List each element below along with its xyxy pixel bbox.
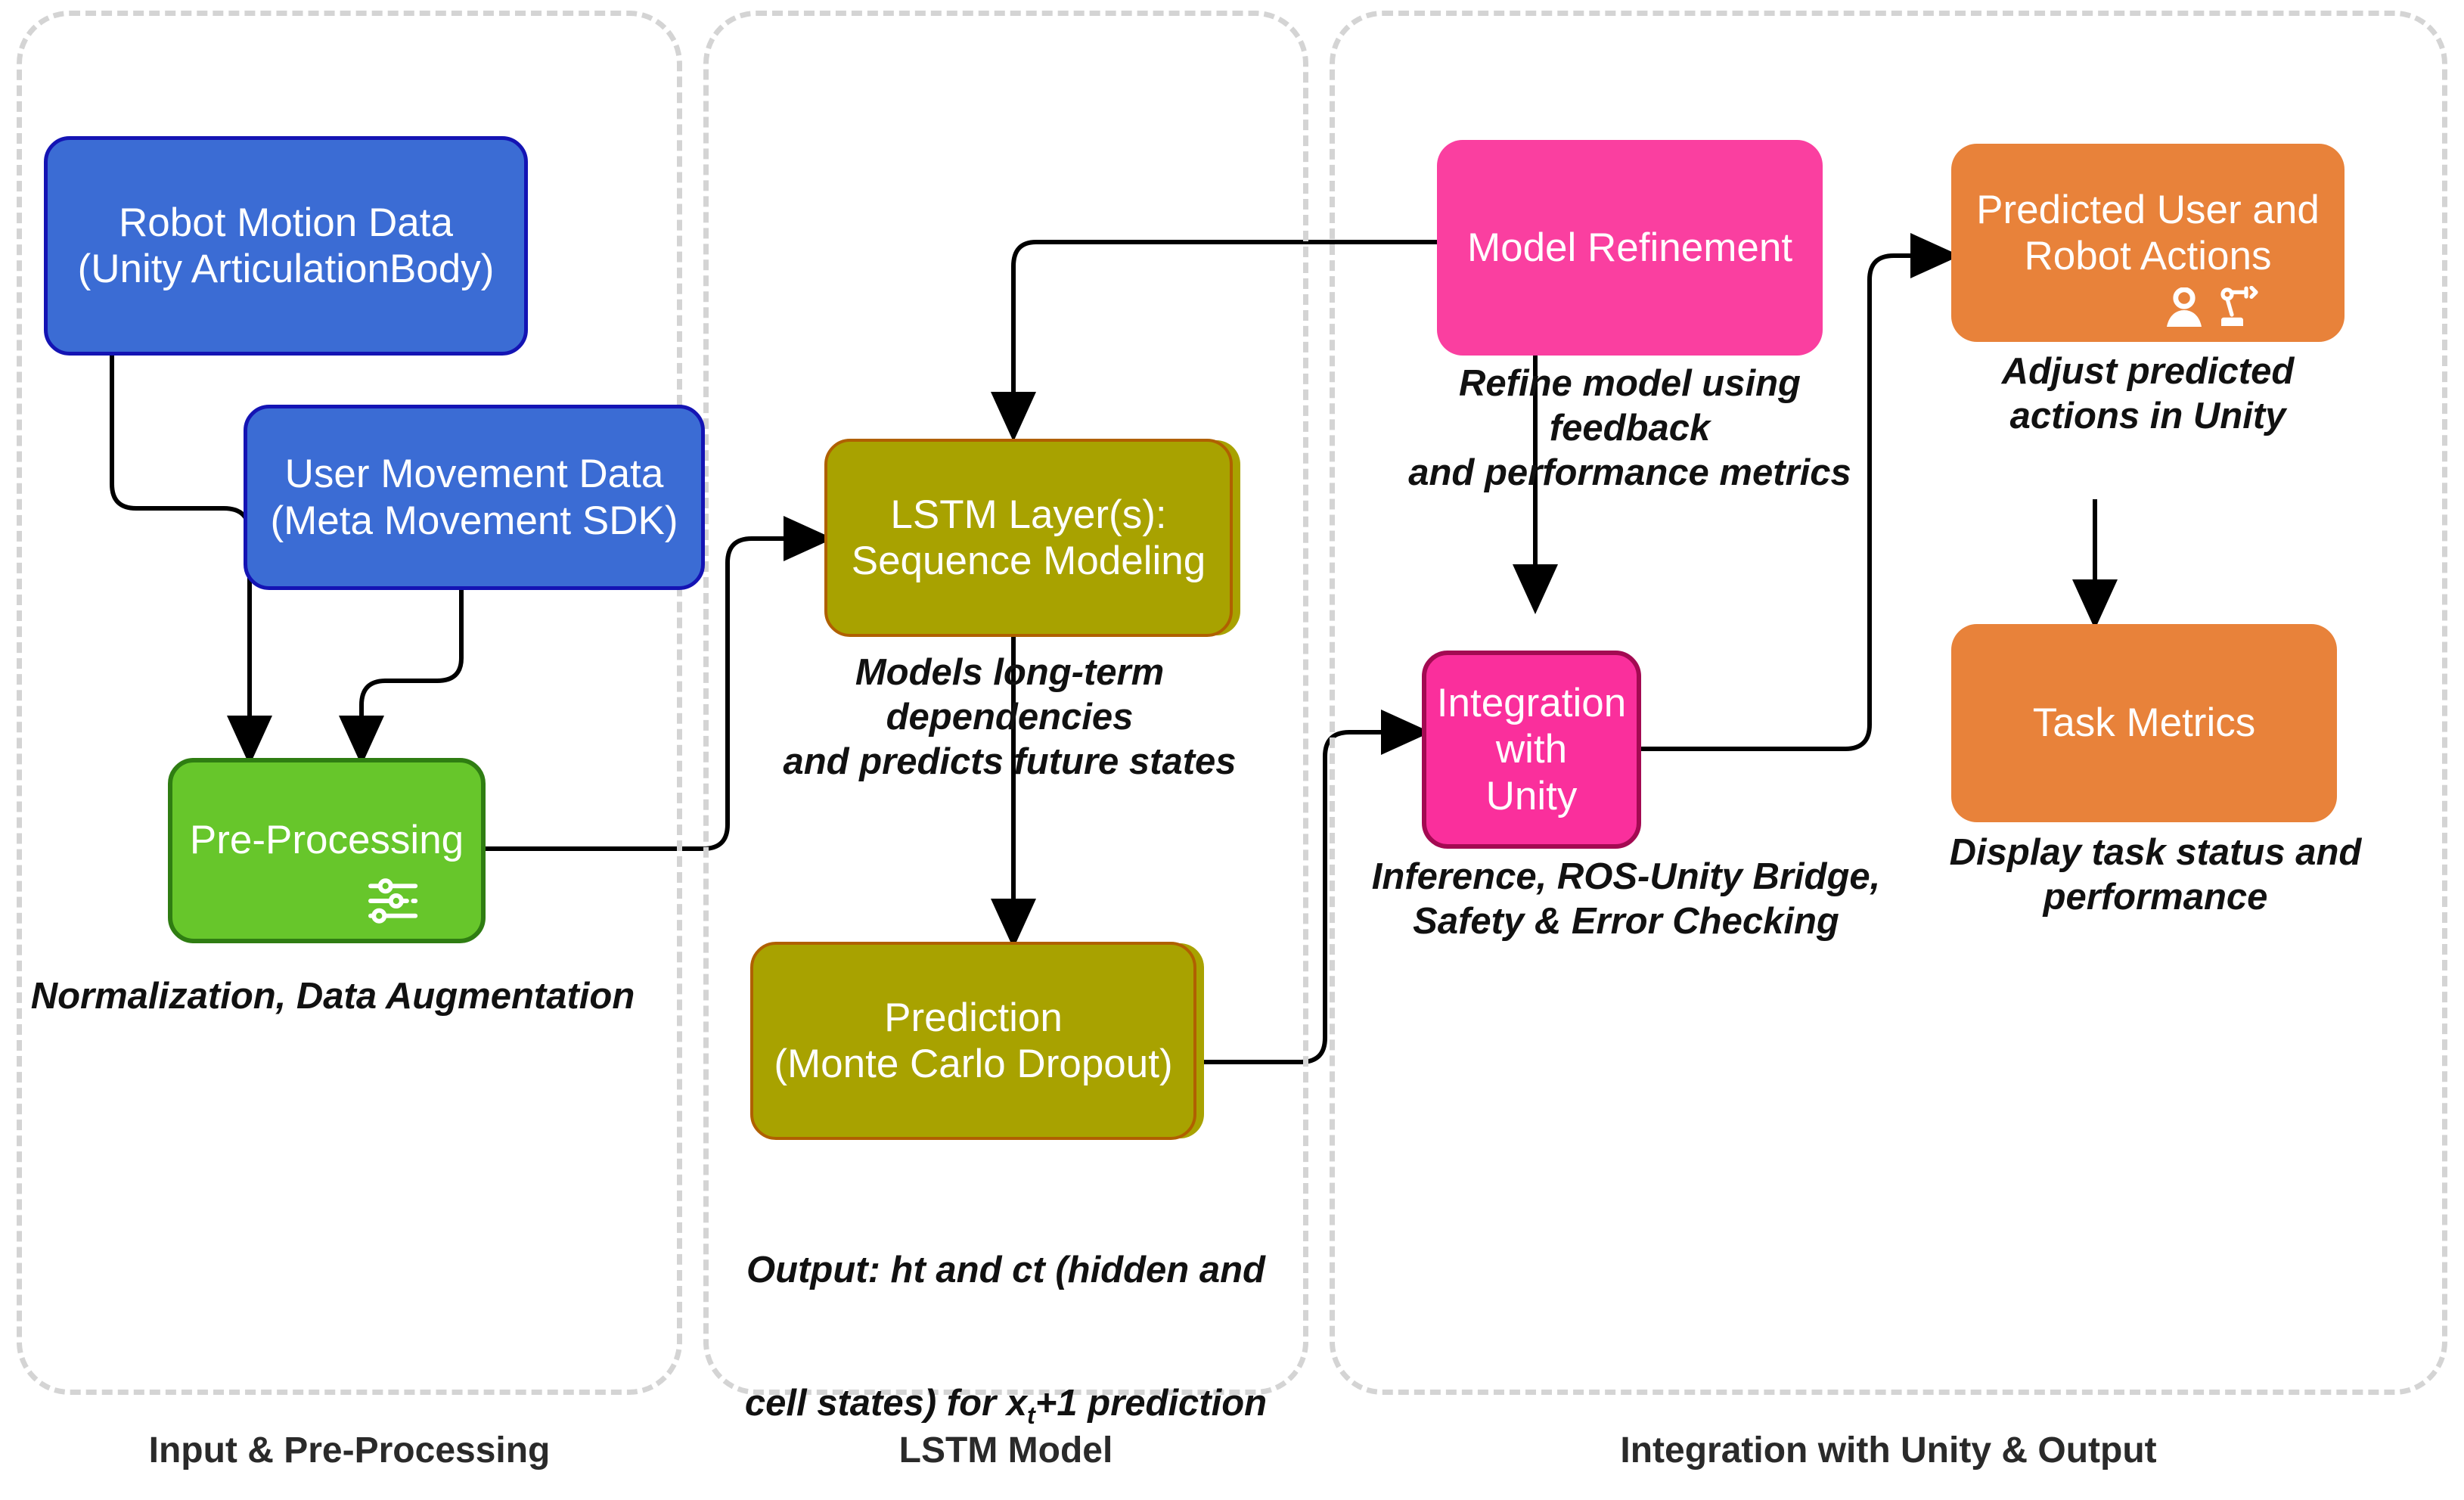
column-label-lstm-model: LSTM Model xyxy=(898,1430,1113,1470)
caption-prediction-line3: xt+1 = LSTM(ht, ct) xyxy=(703,1474,1308,1500)
caption-lstm-layer: Models long-term dependencies and predic… xyxy=(783,652,1237,782)
group-integration-output xyxy=(1330,11,2447,1395)
caption-model-refinement: Refine model using feedback and performa… xyxy=(1408,363,1851,493)
caption-pre-processing: Normalization, Data Augmentation xyxy=(30,976,635,1017)
node-lstm-layer-label: LSTM Layer(s): Sequence Modeling xyxy=(851,492,1206,583)
caption-prediction-line1: Output: ht and ct (hidden and xyxy=(746,1249,1265,1290)
node-prediction[interactable]: Prediction (Monte Carlo Dropout) xyxy=(750,942,1196,1140)
robot-arm-icon xyxy=(2217,285,2261,338)
sliders-icon xyxy=(368,877,420,934)
group-lstm-model xyxy=(703,11,1308,1395)
node-robot-motion-data-label: Robot Motion Data (Unity ArticulationBod… xyxy=(77,200,495,291)
node-model-refinement-label: Model Refinement xyxy=(1466,225,1793,270)
node-predicted-actions[interactable]: Predicted User and Robot Actions xyxy=(1951,144,2345,342)
node-robot-motion-data[interactable]: Robot Motion Data (Unity ArticulationBod… xyxy=(44,136,528,356)
node-integration-unity-label: Integration with Unity xyxy=(1436,680,1627,818)
person-icon xyxy=(2165,287,2204,338)
caption-integration-unity: Inference, ROS-Unity Bridge, Safety & Er… xyxy=(1371,856,1881,942)
caption-prediction: Output: ht and ct (hidden and cell state… xyxy=(703,1159,1308,1500)
column-label-input-preprocessing: Input & Pre-Processing xyxy=(148,1430,551,1470)
symbol-ht: ht xyxy=(890,1249,926,1290)
column-label-integration-output: Integration with Unity & Output xyxy=(1620,1430,2157,1470)
caption-prediction-line2: cell states) for xt+1 prediction xyxy=(744,1382,1268,1429)
node-task-metrics[interactable]: Task Metrics xyxy=(1951,624,2337,822)
node-integration-unity[interactable]: Integration with Unity xyxy=(1422,651,1641,849)
node-predicted-actions-label: Predicted User and Robot Actions xyxy=(1976,187,2320,278)
node-task-metrics-label: Task Metrics xyxy=(2032,700,2256,746)
group-input-preprocessing xyxy=(17,11,682,1395)
node-lstm-layer[interactable]: LSTM Layer(s): Sequence Modeling xyxy=(824,439,1233,637)
node-user-movement-data[interactable]: User Movement Data (Meta Movement SDK) xyxy=(244,405,705,590)
symbol-x-subscript: t xyxy=(1027,1401,1035,1429)
caption-task-metrics: Display task status and performance xyxy=(1949,832,2362,918)
caption-predicted-actions: Adjust predicted actions in Unity xyxy=(2001,351,2295,436)
node-pre-processing[interactable]: Pre-Processing xyxy=(168,758,486,943)
symbol-ct: ct xyxy=(1012,1249,1045,1290)
node-user-movement-data-label: User Movement Data (Meta Movement SDK) xyxy=(270,452,678,543)
symbol-x: x xyxy=(1006,1382,1028,1424)
node-model-refinement[interactable]: Model Refinement xyxy=(1437,140,1823,356)
node-pre-processing-label: Pre-Processing xyxy=(189,817,464,862)
node-prediction-label: Prediction (Monte Carlo Dropout) xyxy=(774,995,1173,1086)
